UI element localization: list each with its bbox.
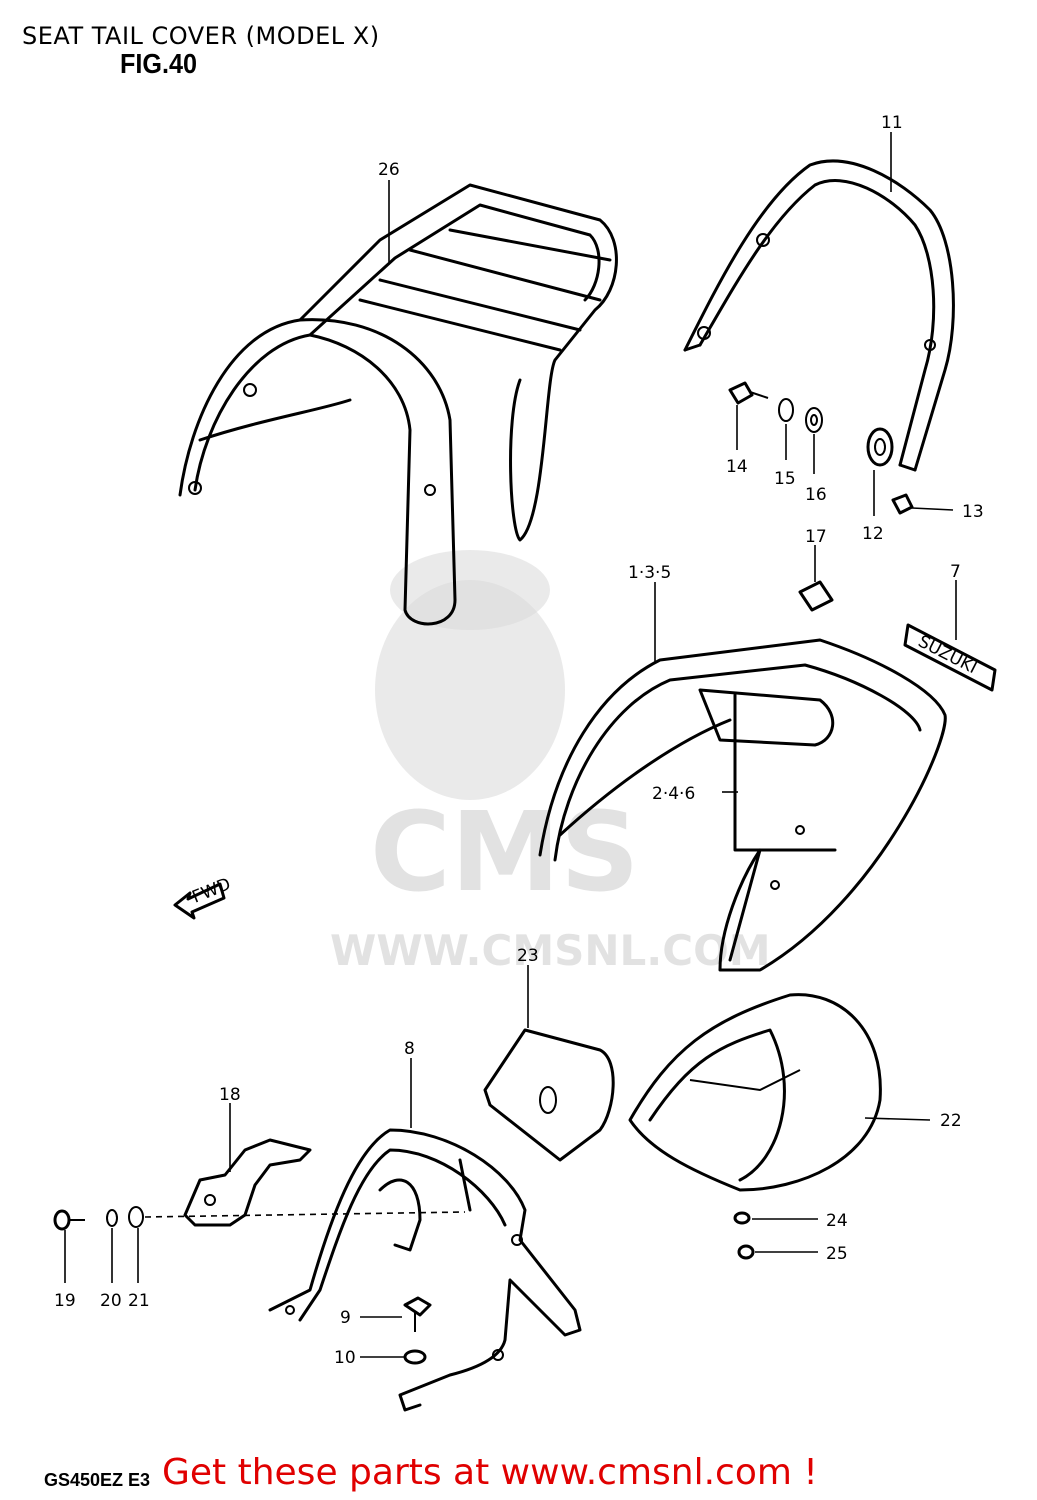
callout-16: 16 (805, 485, 827, 505)
callout-23: 23 (517, 946, 539, 966)
washer-20 (106, 1209, 118, 1227)
callout-8: 8 (404, 1039, 415, 1059)
part-23-plate (483, 1028, 615, 1162)
part-7-emblem: SUZUKI (903, 623, 997, 692)
nut-25 (737, 1244, 755, 1260)
callout-9: 9 (340, 1308, 351, 1328)
callout-7: 7 (950, 562, 961, 582)
model-code: GS450EZ E3 (44, 1470, 151, 1490)
bolt-14 (728, 381, 769, 405)
callout-24: 24 (826, 1211, 848, 1231)
callout-12: 12 (862, 524, 884, 544)
grommet-17 (798, 580, 834, 612)
part-1-6-tail-cover (538, 638, 947, 972)
washer-15 (778, 398, 794, 422)
callout-17: 17 (805, 527, 827, 547)
washer-21 (128, 1206, 144, 1228)
washer-24 (733, 1211, 751, 1225)
screw-19 (53, 1209, 85, 1231)
callout-22: 22 (940, 1111, 962, 1131)
callout-20: 20 (100, 1291, 122, 1311)
callout-11: 11 (881, 113, 903, 133)
callout-10: 10 (334, 1348, 356, 1368)
callout-21: 21 (128, 1291, 150, 1311)
nut-13 (891, 493, 914, 515)
callout-26: 26 (378, 160, 400, 180)
callout-2-4-6: 2·4·6 (652, 784, 695, 804)
callout-14: 14 (726, 457, 748, 477)
parts-cta-link[interactable]: Get these parts at www.cmsnl.com ! (162, 1452, 818, 1493)
callout-15: 15 (774, 469, 796, 489)
cms-watermark: CMS WWW.CMSNL.COM (330, 550, 771, 975)
callouts: 26 11 14 15 16 12 13 17 7 1·3·5 2·4·6 23… (54, 113, 984, 1368)
watermark-brand: CMS (370, 788, 639, 916)
washer-10 (403, 1349, 427, 1365)
part-11-grab-rail (683, 159, 955, 472)
bolt-9 (403, 1296, 432, 1332)
watermark-url: WWW.CMSNL.COM (330, 926, 771, 975)
spacer-12 (866, 427, 894, 467)
part-26-carrier (178, 183, 618, 626)
part-22-seat-cover (628, 993, 882, 1192)
callout-18: 18 (219, 1085, 241, 1105)
part-18-lock (183, 1138, 312, 1227)
callout-1-3-5: 1·3·5 (628, 563, 671, 583)
page-title: SEAT TAIL COVER (MODEL X) (22, 22, 380, 50)
figure-label: FIG.40 (120, 48, 198, 79)
callout-13: 13 (962, 502, 984, 522)
callout-19: 19 (54, 1291, 76, 1311)
washer-16 (805, 407, 823, 433)
leader-lines (64, 132, 957, 1358)
callout-25: 25 (826, 1244, 848, 1264)
fwd-arrow: FWD (173, 874, 234, 920)
part-8-bracket (268, 1128, 582, 1412)
